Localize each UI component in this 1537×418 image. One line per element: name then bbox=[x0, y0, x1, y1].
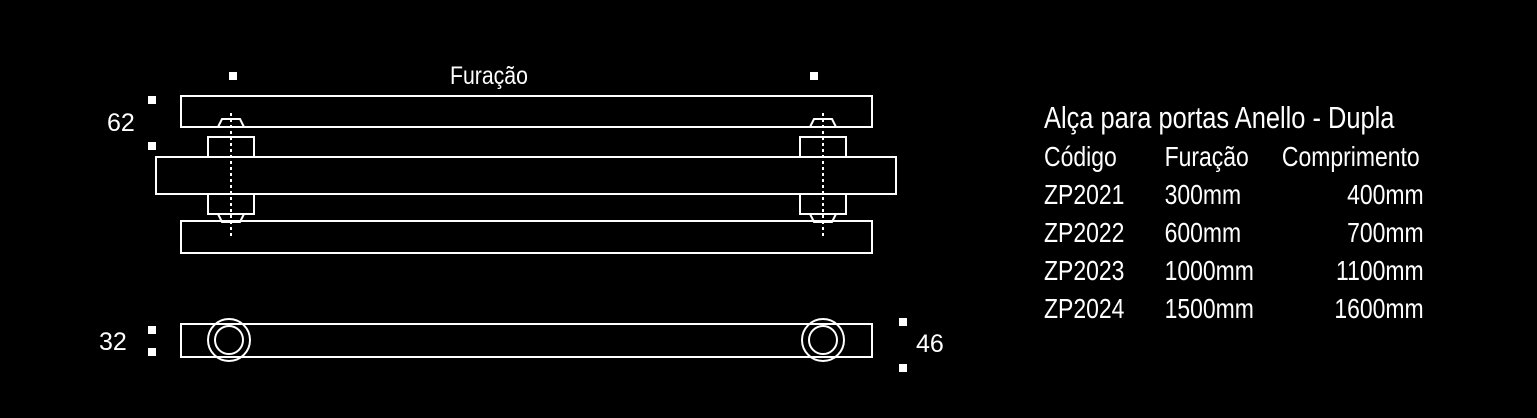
left-mount-circles bbox=[207, 318, 251, 362]
table-row: ZP2024 1500mm 1600mm bbox=[1044, 290, 1448, 328]
width-marker-top bbox=[899, 318, 907, 326]
cell-furacao: 1500mm bbox=[1164, 293, 1254, 324]
cell-furacao: 1000mm bbox=[1164, 255, 1254, 286]
header-furacao: Furação bbox=[1164, 141, 1249, 172]
left-fixing-bolt bbox=[207, 113, 255, 237]
base-marker-top bbox=[148, 326, 156, 334]
height-dim-label: 62 bbox=[107, 109, 135, 137]
door-panel bbox=[155, 156, 897, 195]
cell-codigo: ZP2024 bbox=[1044, 293, 1125, 324]
spec-header-row: Código Furação Comprimento bbox=[1044, 138, 1448, 176]
height-marker-top bbox=[148, 96, 156, 104]
table-row: ZP2023 1000mm 1100mm bbox=[1044, 252, 1448, 290]
cell-codigo: ZP2022 bbox=[1044, 217, 1125, 248]
furacao-marker-right bbox=[810, 72, 818, 80]
cell-codigo: ZP2023 bbox=[1044, 255, 1125, 286]
bottom-bar bbox=[180, 220, 873, 254]
cell-codigo: ZP2021 bbox=[1044, 179, 1125, 210]
header-comprimento: Comprimento bbox=[1281, 141, 1420, 172]
cell-comprimento: 400mm bbox=[1347, 179, 1424, 210]
dimension-markers bbox=[148, 72, 907, 372]
base-marker-bottom bbox=[148, 348, 156, 356]
base-dim-label: 32 bbox=[99, 328, 127, 356]
furacao-marker-left bbox=[229, 72, 237, 80]
cell-comprimento: 1100mm bbox=[1336, 255, 1424, 286]
top-view bbox=[180, 318, 873, 362]
cell-comprimento: 700mm bbox=[1347, 217, 1424, 248]
width-dim-label: 46 bbox=[916, 330, 944, 358]
width-marker-bottom bbox=[899, 364, 907, 372]
cell-furacao: 600mm bbox=[1164, 217, 1242, 248]
right-fixing-bolt bbox=[799, 113, 847, 237]
furacao-label: Furação bbox=[450, 61, 528, 89]
table-row: ZP2021 300mm 400mm bbox=[1044, 176, 1448, 214]
front-view bbox=[155, 95, 897, 254]
bar-top-view bbox=[180, 323, 873, 358]
header-codigo: Código bbox=[1044, 141, 1117, 172]
top-bar bbox=[180, 95, 873, 128]
spec-panel: Alça para portas Anello - Dupla Código F… bbox=[1044, 100, 1537, 328]
cell-furacao: 300mm bbox=[1164, 179, 1242, 210]
right-mount-circles bbox=[801, 318, 845, 362]
spec-table: Código Furação Comprimento ZP2021 300mm … bbox=[1044, 138, 1448, 328]
height-marker-bottom bbox=[148, 142, 156, 150]
table-row: ZP2022 600mm 700mm bbox=[1044, 214, 1448, 252]
cell-comprimento: 1600mm bbox=[1334, 293, 1424, 324]
spec-title: Alça para portas Anello - Dupla bbox=[1044, 100, 1395, 135]
